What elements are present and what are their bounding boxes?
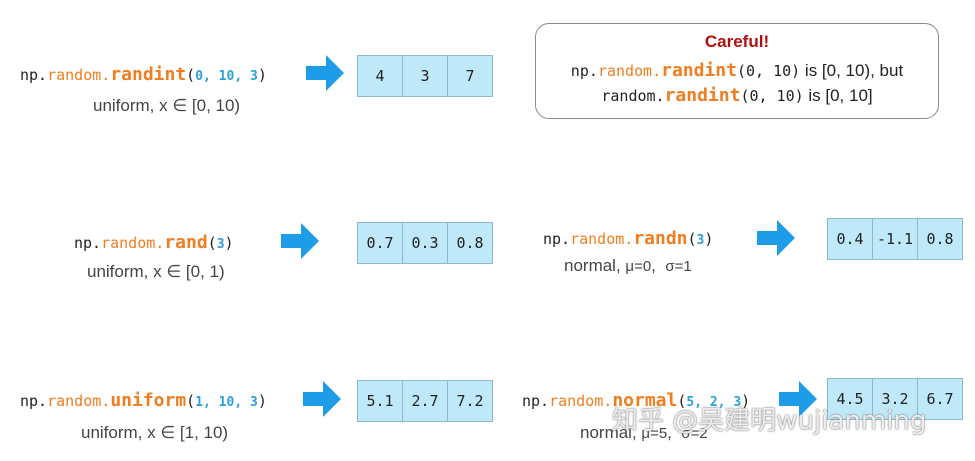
code-args: 1, 10, 3: [195, 395, 258, 410]
array-rand: 0.7 0.3 0.8: [357, 222, 493, 264]
desc-uniform: uniform, x ∈ [1, 10): [81, 423, 229, 442]
code-function: normal: [612, 390, 678, 411]
array-cell: 0.8: [456, 234, 484, 252]
array-cell: 3.2: [873, 379, 918, 419]
careful-text: is [0, 10), but: [800, 61, 904, 80]
code-paren-close: ): [741, 392, 751, 410]
array-cell: 5.1: [358, 381, 403, 421]
array-randint: 4 3 7: [357, 55, 493, 97]
code-paren-close: ): [224, 234, 234, 252]
right-arrow-icon: [779, 381, 817, 417]
desc-sigma: σ=1: [665, 258, 692, 275]
code-randn: np.random.randn(3): [543, 228, 713, 249]
desc-randn: normal, μ=0, σ=1: [564, 256, 692, 275]
careful-text: is [0, 10]: [803, 86, 873, 105]
code-paren-open: (: [186, 66, 196, 84]
right-arrow-icon: [303, 381, 341, 417]
desc-randint: uniform, x ∈ [0, 10): [93, 96, 241, 115]
code-paren-open: (: [186, 392, 196, 410]
code-randint: np.random.randint(0, 10, 3): [20, 64, 267, 85]
code-args: (0, 10): [740, 87, 804, 105]
code-args: 0, 10, 3: [195, 69, 258, 84]
code-function: uniform: [110, 390, 187, 411]
desc-mu: μ=5: [641, 425, 668, 442]
code-normal: np.random.normal(5, 2, 3): [522, 390, 750, 411]
careful-title: Careful!: [704, 32, 770, 51]
code-module: random.: [47, 66, 111, 84]
code-np: np.: [543, 230, 571, 248]
watermark: 知乎 @吴建明wujianming: [612, 406, 927, 436]
array-uniform: 5.1 2.7 7.2: [357, 380, 493, 422]
desc-sigma: σ=2: [681, 425, 708, 442]
array-cell: 0.3: [403, 223, 448, 263]
code-paren-close: ): [257, 392, 267, 410]
code-paren-open: (: [687, 230, 697, 248]
code-module: random.: [47, 392, 111, 410]
code-args: 5, 2, 3: [686, 395, 742, 410]
code-np: np.: [522, 392, 550, 410]
careful-line-1: np.random.randint(0, 10) is [0, 10), but: [536, 60, 938, 81]
code-np: np.: [74, 234, 102, 252]
code-function: randint: [664, 85, 741, 106]
code-function: rand: [164, 232, 208, 253]
code-np: np.: [570, 62, 598, 80]
code-args: 3: [216, 237, 225, 252]
array-randn: 0.4 -1.1 0.8: [827, 218, 963, 260]
desc-mu: μ=0: [625, 258, 652, 275]
array-cell: 3: [403, 56, 448, 96]
array-cell: 7.2: [456, 392, 484, 410]
right-arrow-icon: [757, 220, 795, 256]
code-module: random.: [570, 230, 634, 248]
array-cell: 0.7: [358, 223, 403, 263]
array-cell: 0.4: [828, 219, 873, 259]
code-uniform: np.random.uniform(1, 10, 3): [20, 390, 267, 411]
array-cell: 7: [465, 67, 475, 85]
array-cell: 6.7: [926, 390, 954, 408]
code-rand: np.random.rand(3): [74, 232, 234, 253]
desc-prefix: normal,: [564, 256, 626, 275]
code-function: randint: [110, 64, 187, 85]
code-paren-open: (: [207, 234, 217, 252]
right-arrow-icon: [306, 55, 344, 91]
code-module: random.: [549, 392, 613, 410]
code-args: (0, 10): [736, 62, 801, 80]
code-module: random.: [601, 87, 665, 105]
code-function: randn: [633, 228, 688, 249]
code-np: np.: [20, 66, 48, 84]
code-module: random.: [101, 234, 165, 252]
code-function: randint: [661, 60, 737, 81]
array-cell: 0.8: [926, 230, 954, 248]
right-arrow-icon: [281, 223, 319, 259]
careful-note: Careful! np.random.randint(0, 10) is [0,…: [535, 23, 939, 119]
code-np: np.: [20, 392, 48, 410]
array-normal: 4.5 3.2 6.7: [827, 378, 963, 420]
code-paren-open: (: [677, 392, 687, 410]
code-module: random.: [597, 62, 662, 80]
desc-prefix: normal,: [580, 423, 642, 442]
careful-line-2: random.randint(0, 10) is [0, 10]: [536, 85, 938, 106]
code-paren-close: ): [704, 230, 714, 248]
array-cell: 4: [358, 56, 403, 96]
desc-normal: normal, μ=5, σ=2: [580, 423, 708, 442]
code-paren-close: ): [257, 66, 267, 84]
array-cell: 4.5: [828, 379, 873, 419]
array-cell: 2.7: [403, 381, 448, 421]
array-cell: -1.1: [873, 219, 918, 259]
code-args: 3: [696, 233, 705, 248]
desc-rand: uniform, x ∈ [0, 1): [87, 262, 225, 281]
